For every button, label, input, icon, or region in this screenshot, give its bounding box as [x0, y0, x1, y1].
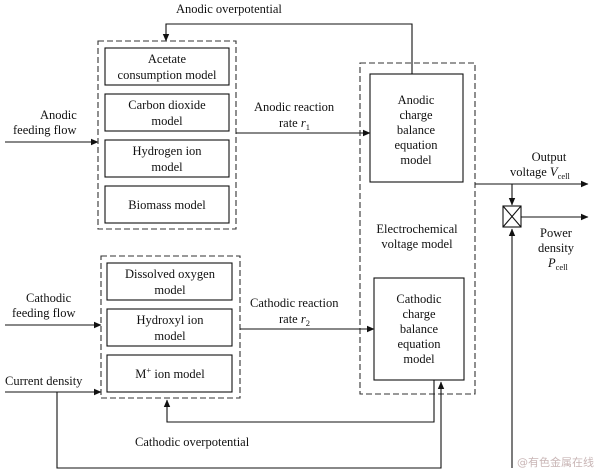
cathodic-charge-balance-model: Cathodic charge balance equation model — [373, 277, 465, 381]
hydroxyl-model-line-1: Hydroxyl ion — [136, 313, 204, 327]
power-density-label-3: Pcell — [547, 256, 569, 272]
anodic-charge-balance-model: Anodic charge balance equation model — [369, 73, 464, 183]
hydroxyl-model-line-2: model — [154, 329, 186, 343]
multiplier-block — [502, 205, 522, 228]
current-density-label: Current density — [5, 374, 83, 388]
cathodic-reaction-rate-label-1: Cathodic reaction — [250, 296, 339, 310]
acetate-model-line-1: Acetate — [148, 52, 187, 66]
m-ion-model: M+ ion model — [106, 354, 233, 393]
oxygen-model-line-2: model — [154, 283, 186, 297]
carbon-dioxide-model: Carbon dioxide model — [104, 93, 230, 132]
co2-model-line-2: model — [151, 114, 183, 128]
output-voltage-label-2: voltage Vcell — [510, 165, 570, 181]
electrochemical-voltage-group — [359, 62, 476, 395]
anodic-eq-line-4: equation — [394, 138, 438, 152]
hydroxyl-ion-model: Hydroxyl ion model — [106, 308, 233, 347]
anodic-eq-line-3: balance — [397, 123, 436, 137]
electrochemical-label-1: Electrochemical — [376, 222, 458, 236]
cathodic-eq-line-2: charge — [402, 307, 436, 321]
biomass-model-line-1: Biomass model — [128, 198, 206, 212]
power-density-label-1: Power — [540, 226, 573, 240]
anodic-overpotential-arrow — [162, 23, 413, 74]
cathodic-eq-line-1: Cathodic — [396, 292, 442, 306]
anodic-species-group — [97, 40, 237, 230]
anodic-eq-line-1: Anodic — [398, 93, 435, 107]
co2-model-line-1: Carbon dioxide — [128, 98, 206, 112]
cathodic-species-group — [100, 255, 241, 399]
cathodic-eq-line-3: balance — [400, 322, 439, 336]
acetate-consumption-model: Acetate consumption model — [104, 47, 230, 86]
anodic-overpotential-label: Anodic overpotential — [176, 2, 282, 16]
cathodic-overpotential-arrow — [163, 380, 435, 423]
acetate-model-line-2: consumption model — [118, 68, 217, 82]
anodic-reaction-rate-label-2: rate r1 — [279, 116, 310, 132]
anodic-feeding-flow-label-2: feeding flow — [13, 123, 77, 137]
watermark: @有色金属在线 — [517, 455, 594, 469]
cathodic-eq-line-4: equation — [397, 337, 441, 351]
anodic-eq-line-2: charge — [399, 108, 433, 122]
cathodic-reaction-rate-label-2: rate r2 — [279, 312, 310, 328]
hydrogen-model-line-2: model — [151, 160, 183, 174]
cathodic-feeding-flow-label-1: Cathodic — [26, 291, 72, 305]
anodic-feeding-flow-label-1: Anodic — [40, 108, 77, 122]
cathodic-overpotential-label: Cathodic overpotential — [135, 435, 250, 449]
output-voltage-line — [475, 180, 589, 206]
hydrogen-ion-model: Hydrogen ion model — [104, 139, 230, 178]
hydrogen-model-line-1: Hydrogen ion — [132, 144, 202, 158]
m-ion-model-label: M+ ion model — [135, 365, 205, 381]
oxygen-model-line-1: Dissolved oxygen — [125, 267, 216, 281]
biomass-model: Biomass model — [104, 185, 230, 224]
power-density-label-2: density — [538, 241, 575, 255]
cathodic-feeding-flow-label-2: feeding flow — [12, 306, 76, 320]
current-density-feed-line — [56, 381, 445, 469]
anodic-eq-line-5: model — [400, 153, 432, 167]
electrochemical-label-2: voltage model — [381, 237, 453, 251]
cathodic-eq-line-5: model — [403, 352, 435, 366]
anodic-reaction-rate-label-1: Anodic reaction — [254, 100, 335, 114]
output-voltage-label-1: Output — [532, 150, 567, 164]
dissolved-oxygen-model: Dissolved oxygen model — [106, 262, 233, 301]
